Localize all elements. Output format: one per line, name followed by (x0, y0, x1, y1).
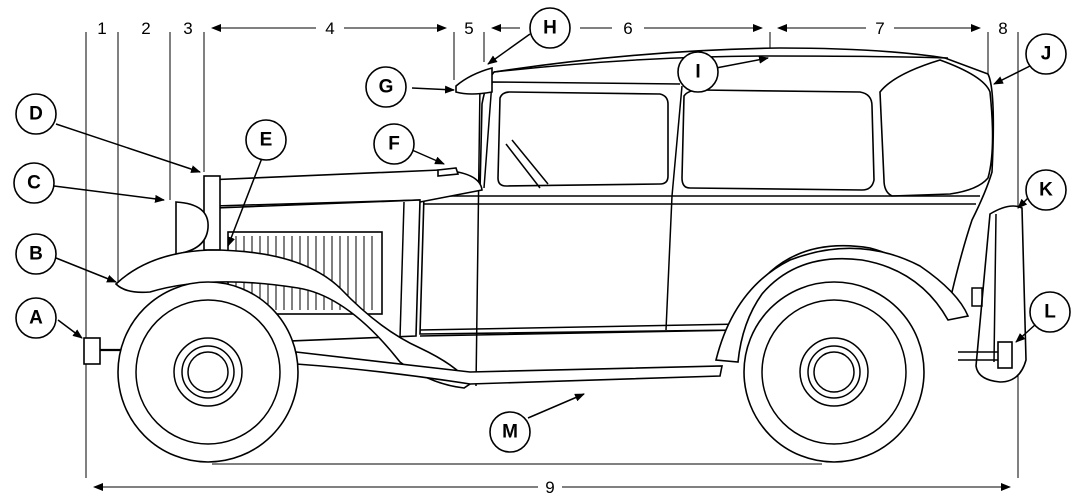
callout-I-label: I (695, 62, 700, 83)
callout-D: D (15, 93, 57, 135)
rear-wheel (743, 281, 925, 463)
dim-label-6: 6 (623, 19, 632, 38)
callout-M-label: M (502, 422, 518, 443)
callout-H-label: H (543, 18, 557, 39)
callout-M: M (489, 411, 531, 453)
callout-E: E (245, 119, 287, 161)
dim-label-8: 8 (998, 19, 1007, 38)
dim-label-1: 1 (97, 19, 106, 38)
callout-H: H (529, 7, 571, 49)
dimension-arrows (93, 24, 1011, 491)
callout-D-label: D (29, 104, 43, 125)
callout-L-label: L (1044, 302, 1056, 323)
callout-F-label: F (388, 134, 400, 155)
callout-J-label: J (1041, 44, 1052, 65)
callout-L: L (1029, 291, 1071, 333)
callout-C-label: C (27, 173, 41, 194)
dim-label-5: 5 (464, 19, 473, 38)
callout-G: G (365, 66, 407, 108)
callout-I: I (677, 51, 719, 93)
dim-label-9: 9 (545, 478, 554, 497)
dim-label-7: 7 (875, 19, 884, 38)
callout-F: F (373, 123, 415, 165)
callout-K-label: K (1039, 180, 1053, 201)
dimension-numbers: 1 2 3 4 5 6 7 8 9 (97, 19, 1007, 497)
callout-E-label: E (260, 130, 273, 151)
callout-G-label: G (379, 77, 394, 98)
callout-K: K (1025, 169, 1067, 211)
dim-label-3: 3 (183, 19, 192, 38)
car-illustration (83, 47, 1027, 463)
callout-B-label: B (29, 244, 43, 265)
callout-B: B (15, 233, 57, 275)
callout-J: J (1025, 33, 1067, 75)
leader-lines (53, 33, 1037, 419)
callout-A-label: A (29, 308, 43, 329)
front-wheel (117, 281, 299, 463)
dim-label-2: 2 (141, 19, 150, 38)
callout-A: A (15, 297, 57, 339)
dim-label-4: 4 (325, 19, 334, 38)
callout-C: C (13, 162, 55, 204)
